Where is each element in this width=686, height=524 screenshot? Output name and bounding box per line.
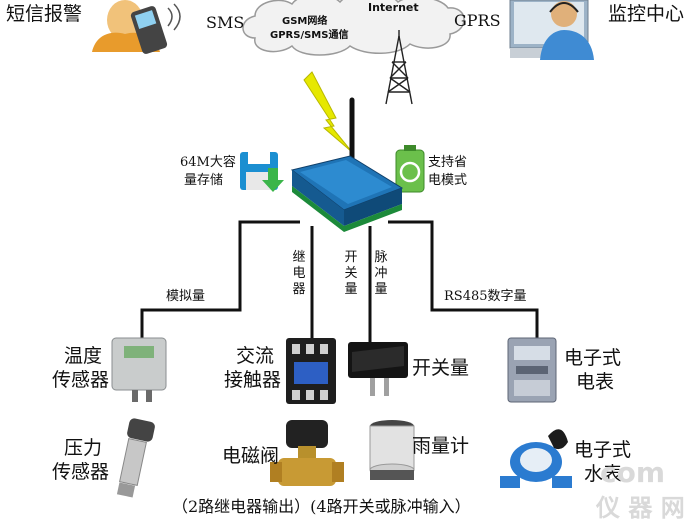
power-saving-label-line2: 电模式 (428, 173, 468, 188)
electric-meter-icon (507, 337, 557, 403)
ac-contactor-icon (286, 338, 336, 404)
cloud-label-line1: GSM网络 (282, 16, 328, 27)
meter-label-line1: 电子式 (564, 347, 622, 369)
antenna-tower-icon (385, 30, 413, 105)
analog-channel-label: 模拟量 (166, 289, 206, 304)
pressure-label-line1: 压力 (64, 437, 103, 459)
sms-alarm-label: 短信报警 (6, 3, 83, 25)
storage-label-line2: 量存储 (184, 173, 224, 188)
solenoid-valve-icon (270, 420, 344, 486)
rtu-device-icon (290, 97, 404, 232)
monitoring-operator-icon (509, 0, 594, 60)
monitor-center-label: 监控中心 (608, 3, 685, 25)
relay-channel-label: 继电器 (292, 250, 306, 297)
pressure-sensor-icon (116, 418, 155, 498)
temperature-sensor-icon (111, 337, 167, 402)
temperature-label-line2: 传感器 (52, 369, 110, 391)
water-meter-label-line1: 电子式 (574, 439, 632, 461)
rain-gauge-label: 雨量计 (412, 435, 470, 457)
person-phone-icon (92, 0, 181, 54)
watermark-line2: 仪 器 网 (596, 494, 685, 522)
contactor-label-line2: 接触器 (224, 369, 282, 391)
water-meter-label-line2: 水表 (584, 463, 623, 485)
pulse-channel-label: 脉冲量 (374, 250, 388, 297)
temperature-label-line1: 温度 (64, 345, 103, 367)
contactor-label-line1: 交流 (236, 345, 275, 367)
sms-label: SMS (206, 13, 245, 32)
storage-label-line1: 64M大容 (180, 155, 236, 170)
footer-caption: （2路继电器输出）(4路开关或脉冲输入） (172, 497, 471, 516)
floppy-disk-icon (240, 152, 284, 192)
gprs-label: GPRS (454, 11, 501, 30)
water-meter-icon (500, 429, 572, 488)
cloud-label-line2: GPRS/SMS通信 (270, 30, 349, 41)
rain-gauge-icon (369, 420, 415, 480)
meter-label-line2: 电表 (576, 371, 615, 393)
switch-channel-label: 开关量 (344, 250, 358, 297)
rocker-switch-icon (348, 342, 408, 396)
watermark-line1: com (600, 456, 666, 489)
solenoid-valve-label: 电磁阀 (222, 445, 280, 467)
rs485-channel-label: RS485数字量 (444, 289, 527, 304)
cloud-icon (242, 0, 465, 56)
power-saving-label-line1: 支持省 (428, 155, 468, 170)
pressure-label-line2: 传感器 (52, 461, 110, 483)
switch-qty-label: 开关量 (412, 357, 470, 379)
connection-lines (140, 220, 539, 342)
internet-label: Internet (368, 1, 419, 14)
battery-eco-icon (395, 145, 425, 193)
lightning-bolt-icon (303, 71, 353, 153)
